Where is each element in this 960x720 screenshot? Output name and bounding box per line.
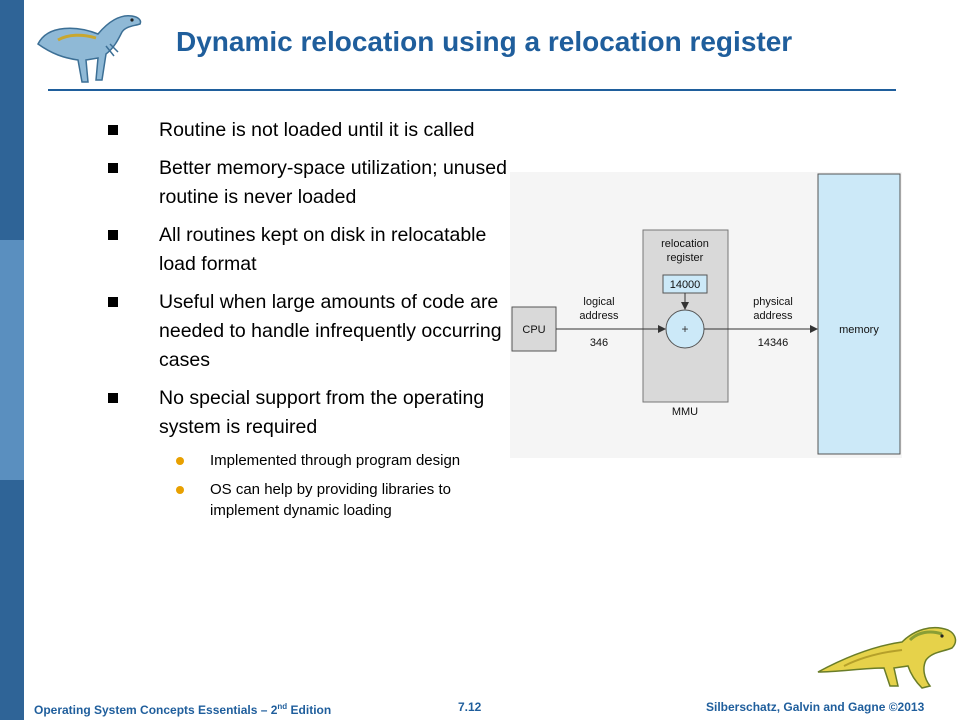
relocation-diagram: memory relocation register 14000 + CPU l… xyxy=(510,172,902,458)
slide-title: Dynamic relocation using a relocation re… xyxy=(176,26,793,57)
bullet-item: Useful when large amounts of code are ne… xyxy=(108,288,508,375)
cpu-block xyxy=(511,306,557,352)
sub-bullet-text: Implemented through program design xyxy=(210,452,461,469)
bullet-list: Routine is not loaded until it is called… xyxy=(108,116,508,529)
memory-label: memory xyxy=(839,324,879,336)
footer-book-sup: nd xyxy=(277,702,288,711)
logical-value: 346 xyxy=(590,337,608,349)
bullet-item: No special support from the operating sy… xyxy=(108,384,508,442)
footer-authors: Silberschatz, Galvin and Gagne ©2013 xyxy=(706,700,925,714)
dinosaur-logo-bottom-icon xyxy=(817,626,957,689)
bullet-item: All routines kept on disk in relocatable… xyxy=(108,221,508,279)
relocation-label-line1: relocation xyxy=(661,238,709,250)
logical-address-line1: logical xyxy=(583,296,614,308)
sub-bullet-item: OS can help by providing libraries to im… xyxy=(168,479,508,521)
sub-bullet-item: Implemented through program design xyxy=(168,450,508,471)
mmu-label: MMU xyxy=(672,406,698,418)
physical-address-line1: physical xyxy=(753,296,793,308)
sub-bullet-text: OS can help by providing libraries to im… xyxy=(210,481,451,519)
square-bullet-icon xyxy=(108,297,118,307)
square-bullet-icon xyxy=(108,393,118,403)
side-accent-bar xyxy=(0,0,24,720)
physical-value: 14346 xyxy=(758,337,789,349)
square-bullet-icon xyxy=(108,125,118,135)
relocation-label-line2: register xyxy=(667,252,704,264)
register-value: 14000 xyxy=(670,279,701,291)
bullet-text: Better memory-space utilization; unused … xyxy=(159,157,507,208)
physical-address-line2: address xyxy=(753,310,793,322)
bullet-item: Routine is not loaded until it is called xyxy=(108,116,508,145)
bullet-text: No special support from the operating sy… xyxy=(159,387,485,438)
plus-icon: + xyxy=(681,322,688,336)
bullet-text: All routines kept on disk in relocatable… xyxy=(159,224,487,275)
bullet-item: Better memory-space utilization; unused … xyxy=(108,154,508,212)
square-bullet-icon xyxy=(108,163,118,173)
dinosaur-logo-icon xyxy=(37,14,142,83)
footer-book-prefix: Operating System Concepts Essentials – 2 xyxy=(34,703,278,717)
bullet-text: Useful when large amounts of code are ne… xyxy=(159,291,502,371)
slide-number: 7.12 xyxy=(458,700,482,714)
round-bullet-icon xyxy=(176,486,184,494)
round-bullet-icon xyxy=(176,457,184,465)
footer-book-title: Operating System Concepts Essentials – 2… xyxy=(34,702,331,717)
cpu-label: CPU xyxy=(522,324,545,336)
footer-book-suffix: Edition xyxy=(287,703,332,717)
square-bullet-icon xyxy=(108,230,118,240)
memory-block xyxy=(817,173,901,455)
bullet-text: Routine is not loaded until it is called xyxy=(159,119,475,141)
title-divider xyxy=(48,89,896,91)
logical-address-line2: address xyxy=(579,310,619,322)
